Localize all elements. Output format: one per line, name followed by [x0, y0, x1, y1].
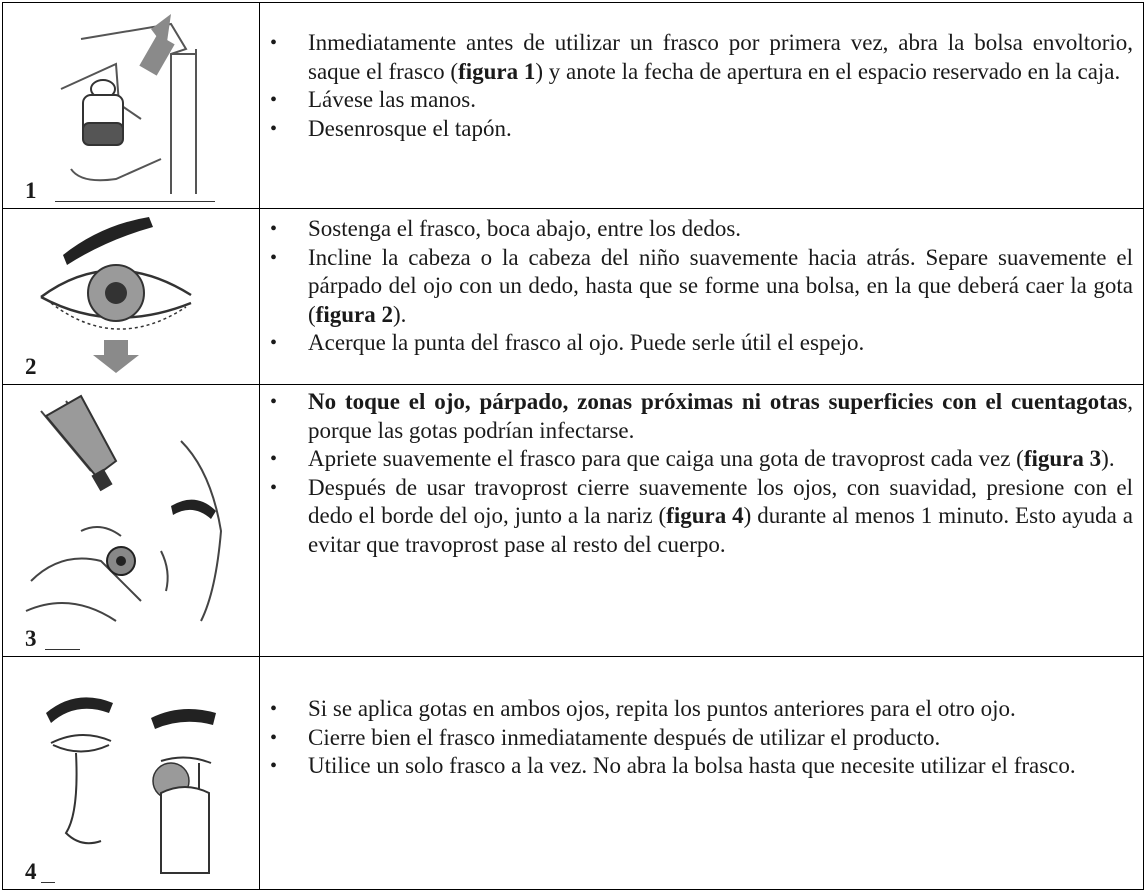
text-run: ) durante al menos 1 minuto. Esto ayuda …	[308, 503, 1133, 557]
text-run: Inmediatamente antes de utilizar un fras…	[308, 30, 1133, 84]
text-run: Apriete suavemente el frasco para que ca…	[308, 446, 1024, 471]
bullet-item: Acerque la punta del frasco al ojo. Pued…	[270, 329, 1133, 358]
illustration-baseline	[41, 882, 55, 883]
text-run: Acerque la punta del frasco al ojo. Pued…	[308, 330, 865, 355]
bullet-item: Utilice un solo frasco a la vez. No abra…	[270, 752, 1133, 781]
bold-text: figura 2	[315, 301, 393, 327]
step-row-2: 2 Sostenga el frasco, boca abajo, entre …	[2, 208, 1144, 385]
bullet-item: Sostenga el frasco, boca abajo, entre lo…	[270, 215, 1133, 244]
bold-text: figura 3	[1023, 446, 1102, 471]
bullet-list: Inmediatamente antes de utilizar un fras…	[260, 3, 1143, 143]
bullet-item: Inmediatamente antes de utilizar un fras…	[270, 29, 1133, 86]
step-row-1: 1 Inmediatamente antes de utilizar un fr…	[2, 2, 1144, 209]
step-row-3: 3 No toque el ojo, párpado, zonas próxim…	[2, 384, 1144, 657]
bold-text: figura 1	[458, 58, 536, 84]
bullet-item: Después de usar travoprost cierre suavem…	[270, 474, 1133, 560]
bullet-item: Lávese las manos.	[270, 86, 1133, 115]
text-run: Sostenga el frasco, boca abajo, entre lo…	[308, 216, 742, 241]
text-run: , porque las gotas podrían infectarse.	[308, 389, 1133, 443]
bullet-item: Si se aplica gotas en ambos ojos, repita…	[270, 695, 1133, 724]
step-number: 4	[25, 859, 37, 884]
bold-text: figura 4	[666, 503, 744, 528]
finger-pressing-eye-corner-icon	[46, 697, 216, 874]
bullet-item: Apriete suavemente el frasco para que ca…	[270, 445, 1133, 474]
text-run: Incline la cabeza o la cabeza del niño s…	[308, 244, 1133, 327]
step-number: 3	[25, 626, 37, 651]
eye-with-lowered-lid-icon	[40, 217, 192, 373]
step-text-cell-2: Sostenga el frasco, boca abajo, entre lo…	[259, 208, 1144, 385]
step-row-4: 4 Si se aplica gotas en ambos ojos, repi…	[2, 656, 1144, 890]
step-image-cell-2: 2	[2, 208, 260, 385]
step-text-cell-4: Si se aplica gotas en ambos ojos, repita…	[259, 656, 1144, 890]
step-text-cell-3: No toque el ojo, párpado, zonas próximas…	[259, 384, 1144, 657]
bullet-list: No toque el ojo, párpado, zonas próximas…	[260, 385, 1143, 559]
text-run: Desenrosque el tapón.	[308, 115, 512, 141]
dropper-applying-drop-icon	[25, 394, 223, 622]
bullet-list: Sostenga el frasco, boca abajo, entre lo…	[260, 209, 1143, 358]
bullet-item: Incline la cabeza o la cabeza del niño s…	[270, 244, 1133, 330]
bold-text: No toque el ojo, párpado, zonas próximas…	[308, 389, 1128, 414]
text-run: Lávese las manos.	[308, 87, 476, 112]
bullet-list: Si se aplica gotas en ambos ojos, repita…	[260, 657, 1143, 781]
text-run: Cierre bien el frasco inmediatamente des…	[308, 724, 941, 750]
bullet-item: Cierre bien el frasco inmediatamente des…	[270, 724, 1133, 753]
bullet-item: No toque el ojo, párpado, zonas próximas…	[270, 388, 1133, 445]
text-run: ).	[392, 301, 407, 327]
step-number: 2	[25, 354, 37, 379]
bottle-removed-from-pouch-icon	[60, 14, 197, 194]
step-image-cell-4: 4	[2, 656, 260, 890]
text-run: Después de usar travoprost cierre suavem…	[308, 474, 1133, 529]
illustration-baseline	[45, 649, 80, 650]
text-run: ) y anote la fecha de apertura en el esp…	[535, 58, 1121, 84]
illustration-baseline	[55, 201, 215, 202]
step-image-cell-3: 3	[2, 384, 260, 657]
step-image-cell-1: 1	[2, 2, 260, 209]
step-text-cell-1: Inmediatamente antes de utilizar un fras…	[259, 2, 1144, 209]
bullet-item: Desenrosque el tapón.	[270, 115, 1133, 144]
step-number: 1	[25, 178, 37, 203]
text-run: Si se aplica gotas en ambos ojos, repita…	[308, 696, 1016, 721]
text-run: ).	[1101, 446, 1115, 471]
text-run: Utilice un solo frasco a la vez. No abra…	[308, 753, 1076, 778]
